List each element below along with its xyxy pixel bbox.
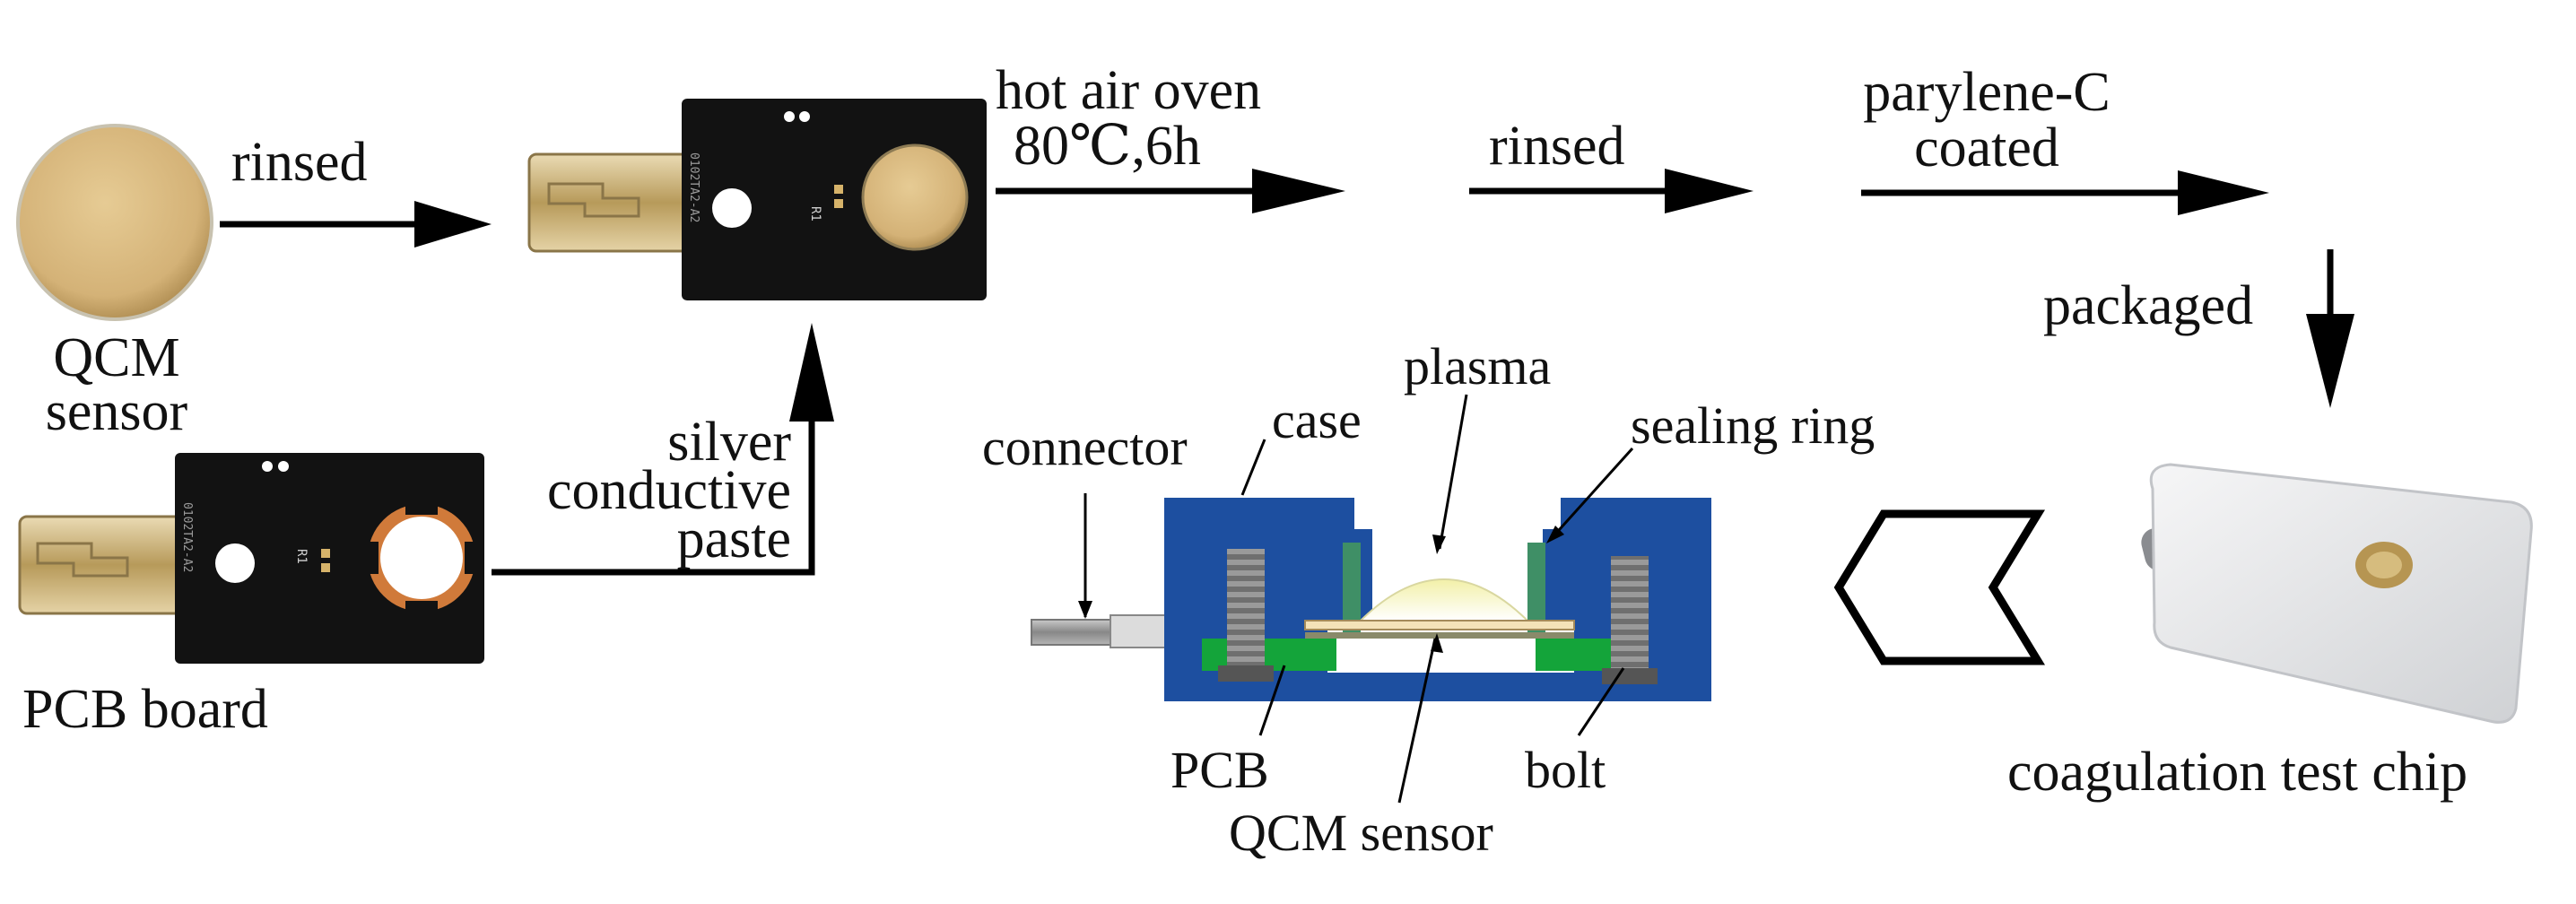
svg-text:0102TA2-A2: 0102TA2-A2 <box>687 152 701 222</box>
step-hot-air-oven: hot air oven <box>996 60 1262 121</box>
pcb-label: PCB <box>1171 741 1269 799</box>
sealing-ring-label: sealing ring <box>1631 396 1875 455</box>
case-label: case <box>1272 391 1362 449</box>
step-parylene-line2: coated <box>1914 117 2059 178</box>
svg-text:R1: R1 <box>294 549 309 564</box>
arrow-packaged <box>2306 249 2354 408</box>
chip-label: coagulation test chip <box>2007 742 2468 803</box>
bolt-label: bolt <box>1525 741 1606 799</box>
pcb-board-label: PCB board <box>22 679 268 740</box>
step-rinsed-2: rinsed <box>1489 116 1625 177</box>
svg-text:R1: R1 <box>808 206 822 222</box>
step-parylene-line1: parylene-C <box>1863 62 2110 123</box>
pcb-board-image: R1 0102TA2-A2 <box>18 453 484 664</box>
step-rinsed-1: rinsed <box>231 132 368 193</box>
arrow-parylene <box>1861 170 2269 215</box>
qcm-sensor-label: QCM sensor <box>1229 804 1493 862</box>
step-oven-conditions: 80℃,6h <box>1014 116 1201 177</box>
svg-text:0102TA2-A2: 0102TA2-A2 <box>180 502 194 572</box>
qcm-label-line1: QCM <box>53 327 180 388</box>
qcm-disc-image <box>16 124 213 321</box>
plasma-label: plasma <box>1404 337 1552 396</box>
step-silver-line2: conductive <box>546 460 791 521</box>
cross-section <box>1031 394 1711 804</box>
assembled-board-image: R1 0102TA2-A2 <box>527 99 987 300</box>
arrow-silver-paste <box>492 323 834 576</box>
arrow-oven <box>996 169 1345 213</box>
chevron-left-icon <box>1833 509 2046 665</box>
qcm-label-line2: sensor <box>45 381 188 442</box>
connector-label: connector <box>982 418 1188 476</box>
step-silver-line3: paste <box>676 508 791 569</box>
coagulation-chip-image <box>2141 463 2533 724</box>
arrow-rinsed-2 <box>1469 169 1754 213</box>
arrow-rinsed-1 <box>220 201 492 248</box>
step-silver-line1: silver <box>667 412 791 473</box>
step-packaged: packaged <box>2043 275 2254 336</box>
